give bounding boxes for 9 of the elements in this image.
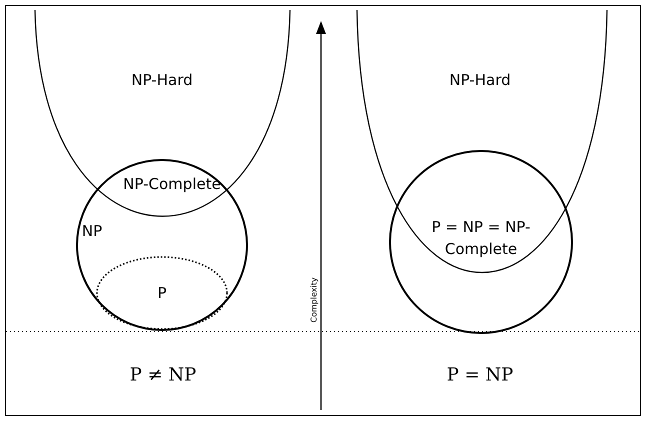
region-label: NP [82, 222, 102, 240]
region-label: NP-Hard [131, 71, 193, 89]
case-label: P ≠ NP [130, 364, 196, 386]
axis-label: Complexity [310, 277, 318, 323]
region-label: P = NP = NP-Complete [430, 217, 532, 260]
region-label: P [157, 284, 167, 302]
region-label: NP-Complete [123, 175, 221, 193]
region-label: NP-Hard [449, 71, 511, 89]
case-label: P = NP [446, 364, 514, 386]
